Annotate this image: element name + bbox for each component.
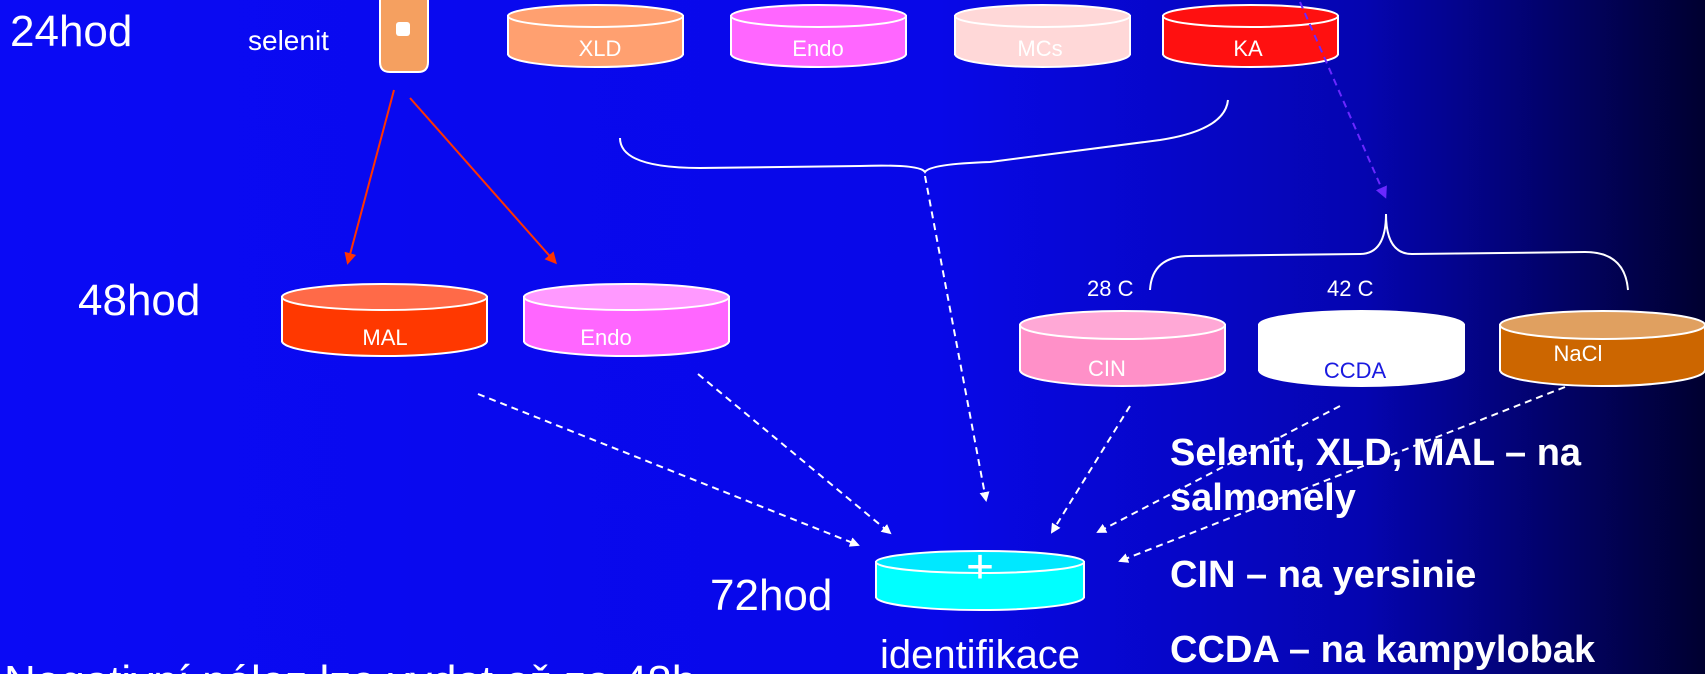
arrow-cin-to-identification xyxy=(1050,405,1131,534)
note-yersinia: CIN – na yersinie xyxy=(1170,554,1476,596)
plate-xld-label: XLD xyxy=(579,36,622,61)
note-salmonella-line2: salmonely xyxy=(1170,477,1356,519)
plate-cin-label: CIN xyxy=(1088,356,1126,381)
temperature-28: 28 C xyxy=(1087,276,1134,301)
brace-subcultures xyxy=(1149,213,1629,291)
arrow-tube-to-mal xyxy=(344,89,395,265)
plate-ccda-label: CCDA xyxy=(1324,358,1387,383)
plate-identification: + xyxy=(875,541,1085,611)
plate-nacl-label: NaCl xyxy=(1554,341,1603,366)
time-label-72h: 72hod xyxy=(710,571,832,620)
time-label-48h: 48hod xyxy=(78,276,200,325)
plate-endo-top-label: Endo xyxy=(792,36,843,61)
time-label-24h: 24hod xyxy=(10,7,132,56)
plate-endo-mid: Endo xyxy=(523,283,730,357)
plate-mcs: MCs xyxy=(954,4,1131,68)
arrow-ccda-to-identification xyxy=(1096,405,1341,533)
arrow-nacl-to-identification xyxy=(1118,386,1566,563)
plate-ccda: CCDA xyxy=(1258,310,1465,387)
plate-mal-label: MAL xyxy=(362,325,407,350)
negative-finding-note: Negativní nález lze vydat až za 48h xyxy=(4,657,696,674)
plate-mcs-label: MCs xyxy=(1017,36,1062,61)
arrow-endo-to-identification xyxy=(697,373,892,535)
plate-endo-top: Endo xyxy=(730,4,907,68)
plate-ka-label: KA xyxy=(1233,36,1263,61)
identification-label: identifikace xyxy=(880,633,1080,674)
arrow-tube-to-endo xyxy=(409,97,557,265)
tube-label: selenit xyxy=(248,25,329,56)
selenite-tube xyxy=(379,0,429,73)
plus-icon: + xyxy=(966,541,994,594)
brace-top-plates xyxy=(619,99,1229,174)
plate-nacl: NaCl xyxy=(1499,310,1705,387)
plate-cin: CIN xyxy=(1019,310,1226,387)
arrow-ka-to-subcultures xyxy=(1299,1,1387,199)
arrow-mal-to-identification xyxy=(477,393,860,547)
note-campylobacter: CCDA – na kampylobak xyxy=(1170,629,1596,671)
plate-ka: KA xyxy=(1162,4,1339,68)
arrow-brace-to-identification xyxy=(924,175,990,502)
plate-endo-mid-label: Endo xyxy=(580,325,631,350)
plate-xld: XLD xyxy=(507,4,684,68)
temperature-42: 42 C xyxy=(1327,276,1374,301)
plate-mal: MAL xyxy=(281,283,488,357)
note-salmonella-line1: Selenit, XLD, MAL – na xyxy=(1170,432,1582,474)
